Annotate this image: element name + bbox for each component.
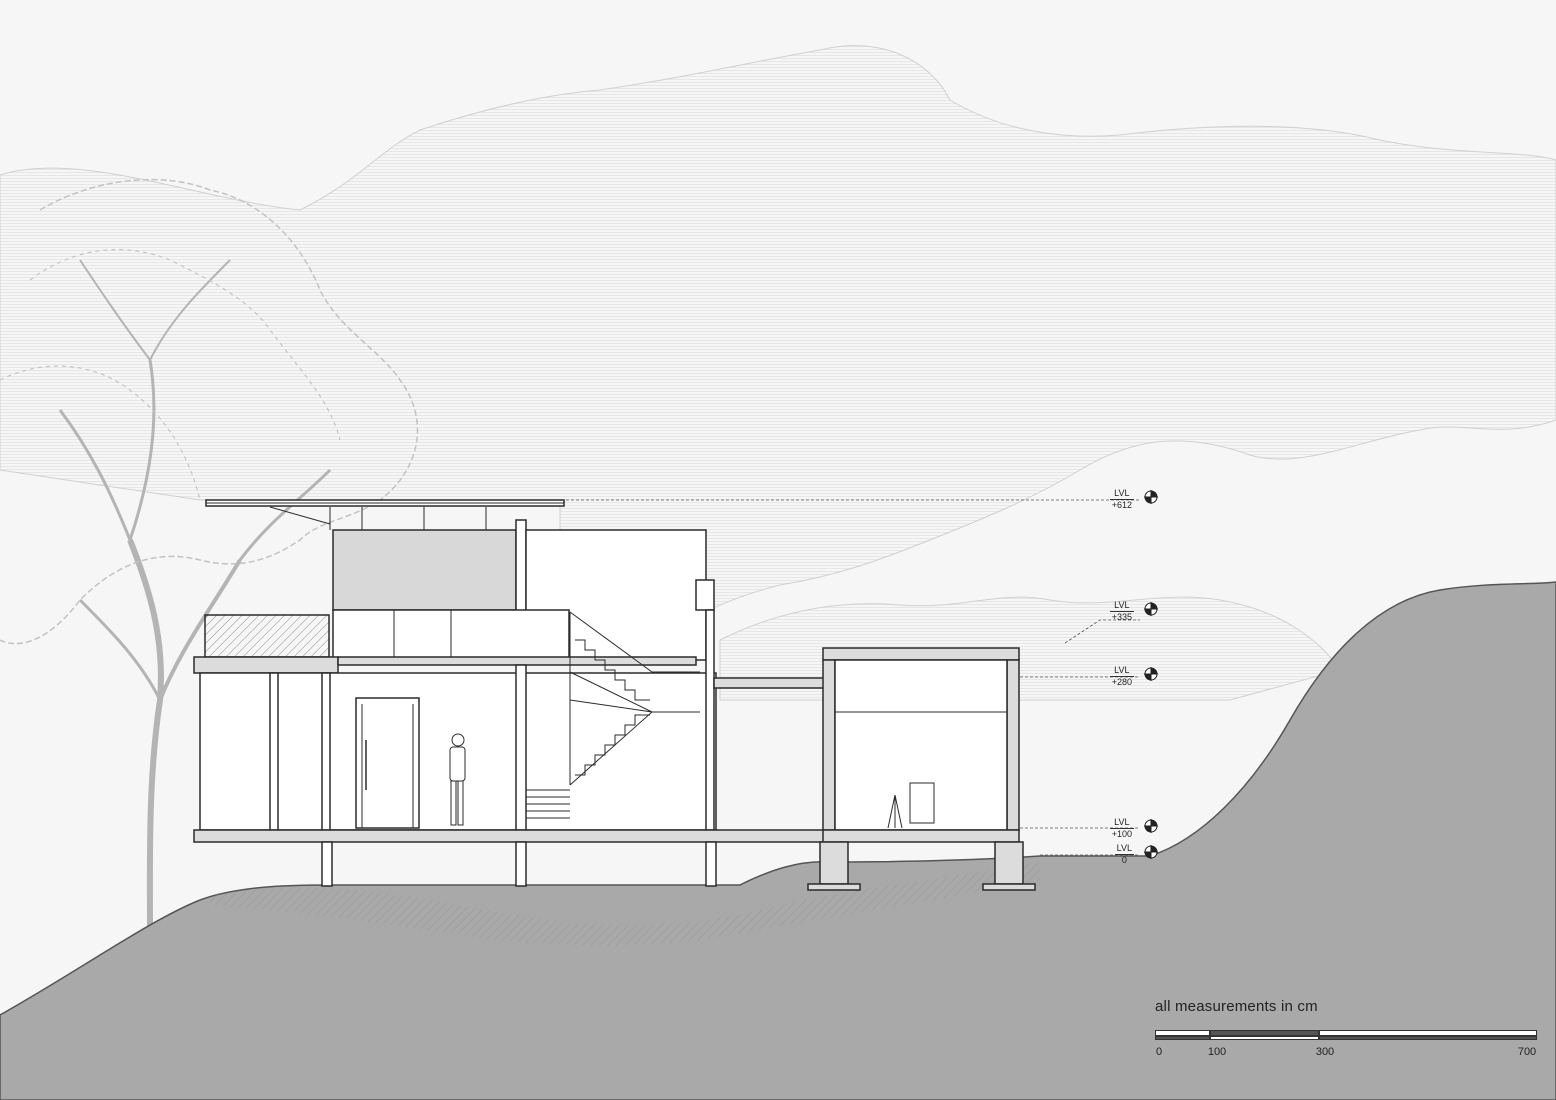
level-value: +280 <box>1111 677 1132 687</box>
level-marker-100: LVL +100 <box>1100 817 1160 849</box>
measurement-note: all measurements in cm <box>1155 998 1318 1015</box>
level-datum-icon <box>1144 490 1158 504</box>
level-value: 0 <box>1121 855 1127 865</box>
level-label: LVL <box>1114 665 1130 675</box>
scale-tick-label: 700 <box>1517 1046 1537 1058</box>
level-label: LVL <box>1114 817 1130 827</box>
building-section <box>193 499 1036 891</box>
level-marker-280: LVL +280 <box>1100 665 1160 697</box>
level-datum-icon <box>1144 667 1158 681</box>
human-figure <box>449 733 466 826</box>
scale-segment <box>1155 1036 1210 1040</box>
level-value: +100 <box>1111 829 1132 839</box>
scale-segment <box>1210 1030 1319 1036</box>
scale-tick-label: 300 <box>1315 1046 1335 1058</box>
scale-tick-label: 0 <box>1155 1046 1163 1058</box>
level-value: +335 <box>1111 612 1132 622</box>
level-label: LVL <box>1114 488 1130 498</box>
level-marker-612: LVL +612 <box>1100 488 1160 520</box>
terrain <box>0 581 1556 1100</box>
level-datum-icon <box>1144 845 1158 859</box>
scale-segment <box>1319 1030 1537 1036</box>
scale-segment <box>1210 1036 1319 1040</box>
level-label: LVL <box>1114 600 1130 610</box>
scale-tick-label: 100 <box>1207 1046 1227 1058</box>
level-datum-icon <box>1144 602 1158 616</box>
level-datum-icon <box>1144 819 1158 833</box>
cloud-background <box>0 45 1556 701</box>
scale-segment <box>1155 1030 1210 1036</box>
level-label: LVL <box>1116 843 1132 853</box>
level-value: +612 <box>1111 500 1132 510</box>
scale-segment <box>1319 1036 1537 1040</box>
easel-furniture <box>887 782 935 829</box>
scale-bar: 0 100 300 700 <box>1155 1030 1537 1070</box>
level-marker-335: LVL +335 <box>1100 600 1160 632</box>
level-marker-0: LVL 0 <box>1100 843 1160 875</box>
